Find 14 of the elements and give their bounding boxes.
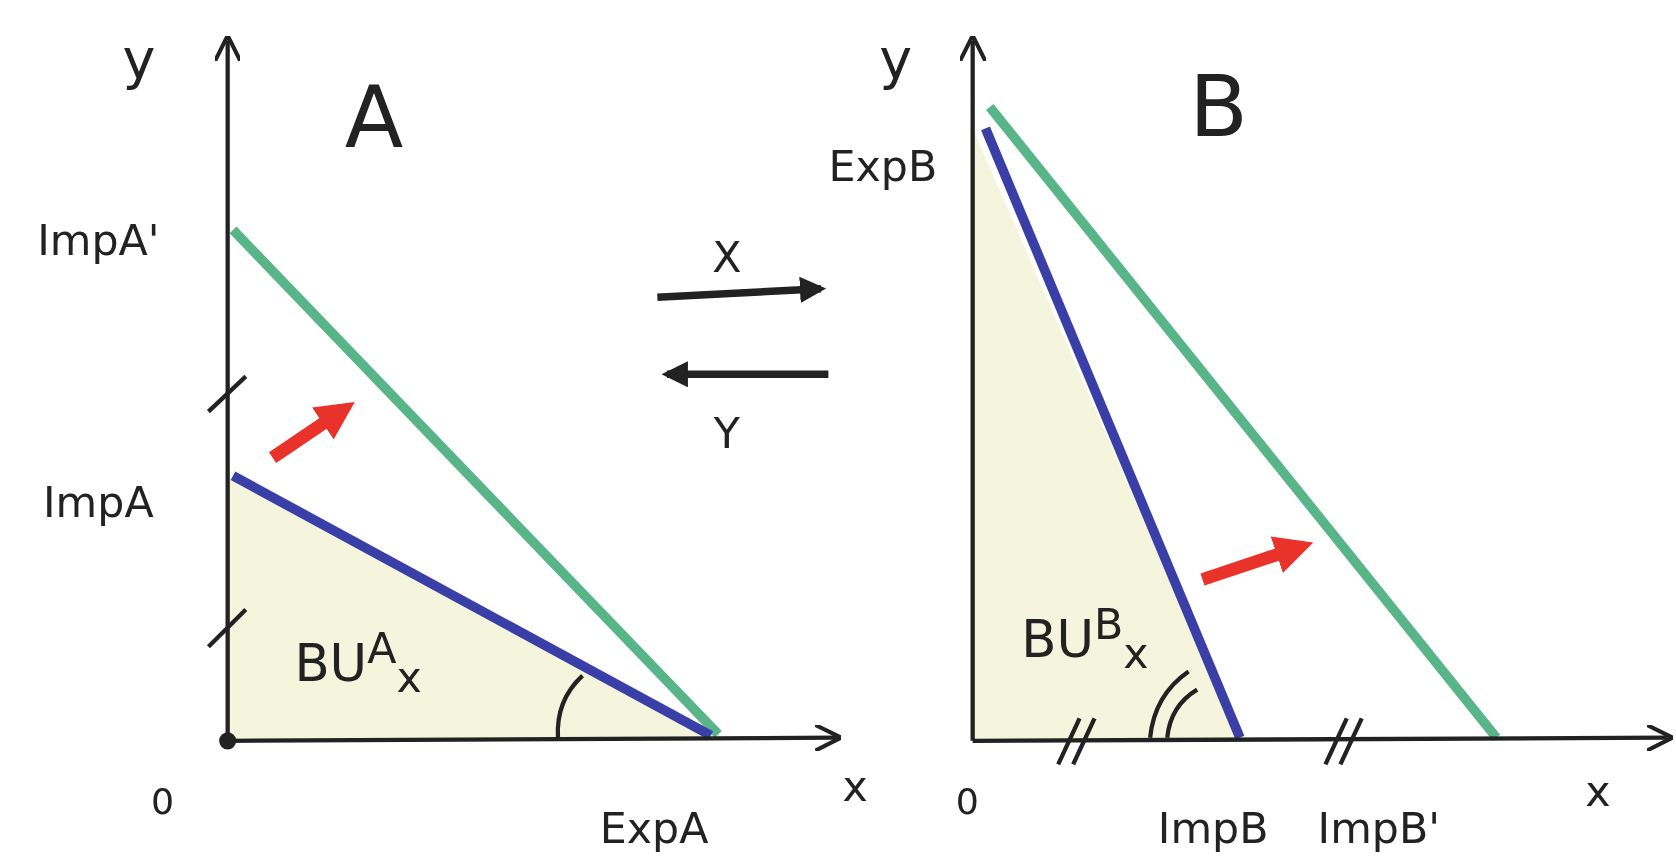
- origin-label: 0: [150, 783, 175, 820]
- axis-label: x: [842, 764, 868, 807]
- arrow-label: Y: [713, 411, 740, 455]
- intercept-label: ExpA: [599, 807, 709, 850]
- intercept-label: ImpA': [37, 219, 160, 262]
- arrow-label: X: [712, 235, 742, 278]
- axis-label: x: [1585, 769, 1611, 813]
- origin-label: 0: [955, 783, 979, 820]
- panel-label: A: [344, 74, 404, 161]
- intercept-label: ImpA: [43, 481, 154, 524]
- intercept-label: ImpB: [1157, 807, 1269, 850]
- intercept-label: ImpB': [1317, 807, 1441, 850]
- intercept-label: ExpB: [828, 144, 938, 188]
- panel-label: B: [1189, 64, 1248, 150]
